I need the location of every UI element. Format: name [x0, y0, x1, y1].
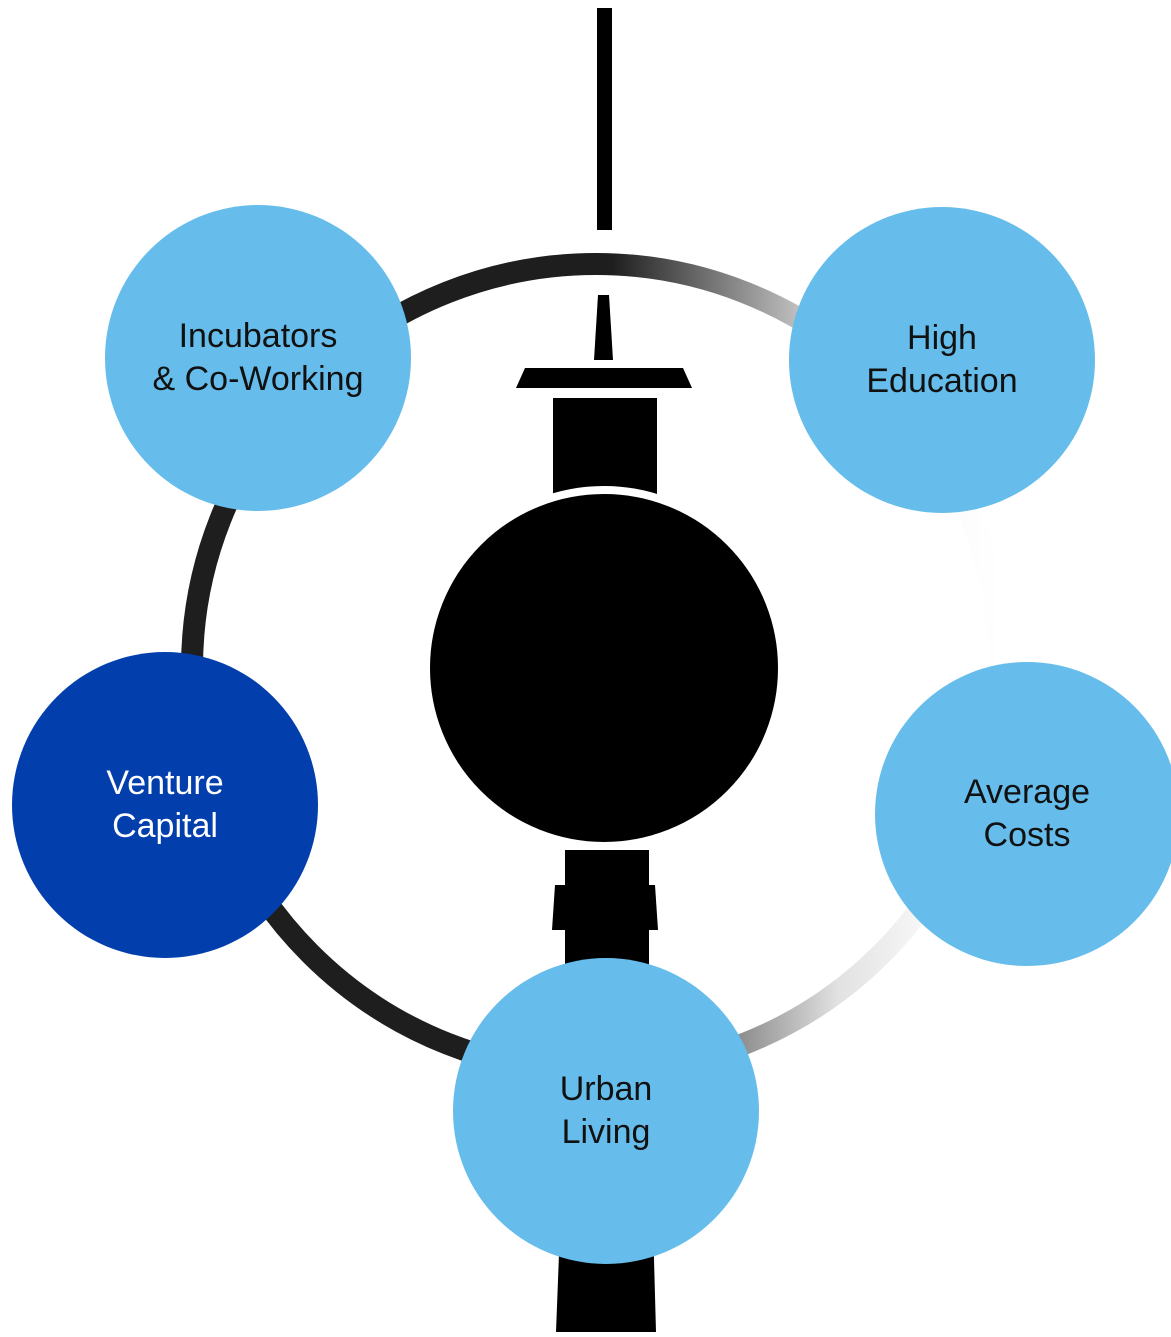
- tower-upper-shaft: [553, 398, 657, 494]
- node-incubators-label: Incubators & Co-Working: [153, 315, 364, 401]
- node-education-line-1: High: [907, 319, 977, 357]
- node-venture-line-1: Venture: [106, 764, 224, 802]
- node-incubators-line-1: Incubators: [178, 317, 338, 355]
- node-incubators-line-2: & Co-Working: [152, 360, 364, 398]
- node-costs-line-1: Average: [963, 773, 1091, 811]
- tower-sphere: [422, 486, 786, 850]
- node-costs-label: Average Costs: [964, 771, 1090, 857]
- node-urban-line-1: Urban: [559, 1070, 653, 1108]
- node-costs-line-2: Costs: [983, 816, 1071, 854]
- tower-spire: [594, 295, 613, 360]
- tower-platform: [516, 368, 692, 388]
- node-high-education: High Education: [789, 207, 1095, 513]
- node-venture-line-2: Capital: [112, 807, 218, 845]
- node-incubators-coworking: Incubators & Co-Working: [105, 205, 411, 511]
- node-education-label: High Education: [866, 317, 1017, 403]
- node-education-line-2: Education: [866, 362, 1018, 400]
- node-urban-line-2: Living: [561, 1113, 651, 1151]
- tower-lower-collar: [552, 885, 658, 930]
- node-average-costs: Average Costs: [875, 662, 1171, 966]
- node-urban-label: Urban Living: [560, 1068, 653, 1154]
- node-urban-living: Urban Living: [453, 958, 759, 1264]
- tower-antenna: [597, 8, 612, 230]
- node-venture-capital: Venture Capital: [12, 652, 318, 958]
- node-venture-label: Venture Capital: [106, 762, 223, 848]
